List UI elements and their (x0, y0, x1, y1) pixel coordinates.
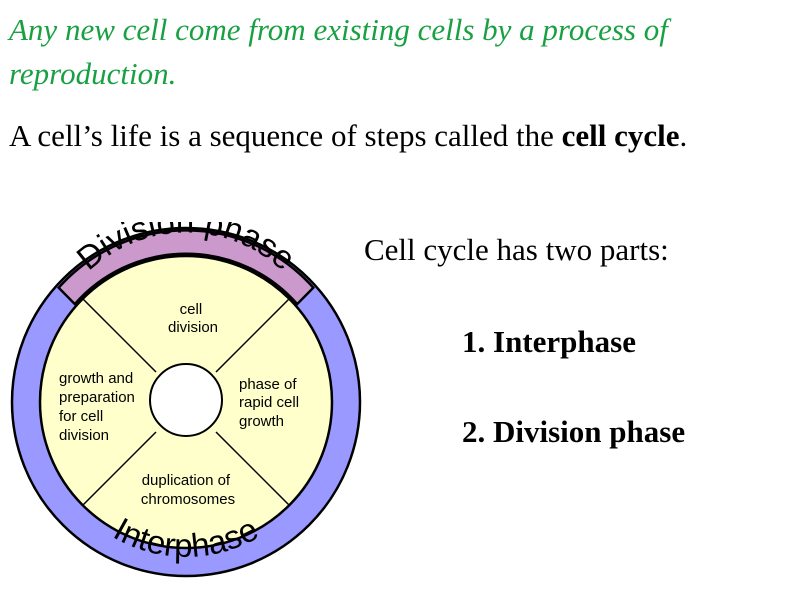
parts-heading: Cell cycle has two parts: (364, 232, 669, 267)
sector-growth-preparation: growth and preparation for cell division (59, 370, 139, 444)
statement-suffix: . (679, 118, 688, 153)
sector-rapid-growth: phase of rapid cell growth (239, 376, 303, 430)
divider-lower-left (82, 431, 157, 506)
divider-upper-right (215, 298, 290, 373)
division-phase-ring (56, 229, 316, 306)
sector-cell-division: cell division (168, 301, 218, 336)
intro-text: Any new cell come from existing cells by… (9, 12, 668, 91)
part-division-phase: 2. Division phase (462, 414, 686, 449)
cell-cycle-term: cell cycle (561, 118, 680, 153)
part-interphase: 1. Interphase (462, 324, 636, 359)
divider-lower-right (215, 431, 290, 506)
statement-prefix: A cell’s life is a sequence of steps cal… (9, 118, 562, 153)
sector-duplication: duplication of chromosomes (141, 472, 235, 508)
cell-cycle-statement: A cell’s life is a sequence of steps cal… (9, 112, 789, 160)
divider-upper-left (82, 298, 157, 373)
center-circle (149, 363, 223, 437)
cell-cycle-diagram: Division phase Interphase cell division … (10, 222, 362, 578)
